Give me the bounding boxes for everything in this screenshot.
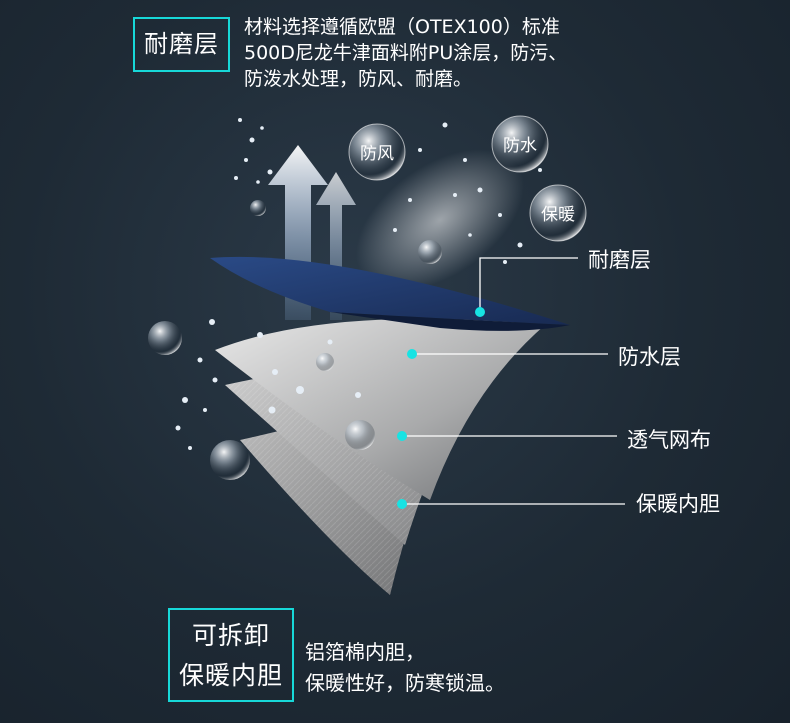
water-droplet-icon — [148, 118, 542, 480]
upward-arrow-icon — [268, 145, 356, 320]
detachable-lining-line1: 可拆卸 — [191, 621, 270, 650]
callout-lines — [402, 257, 625, 505]
callout-waterproof-layer: 防水层 — [618, 345, 681, 369]
windproof-label: 防风 — [360, 144, 394, 164]
callout-mesh-layer: 透气网布 — [627, 428, 711, 452]
waterproof-label: 防水 — [503, 136, 537, 156]
detachable-lining-line2: 保暖内胆 — [178, 661, 283, 690]
waterproof-bubble: 防水 — [491, 115, 549, 173]
windproof-bubble: 防风 — [348, 123, 406, 181]
callout-inner-lining: 保暖内胆 — [636, 492, 720, 516]
warmth-bubble: 保暖 — [529, 184, 587, 242]
callout-wear-layer: 耐磨层 — [588, 248, 651, 272]
wear-layer-title: 耐磨层 — [144, 30, 219, 58]
water-spray — [356, 149, 524, 291]
detachable-lining-title-box: 可拆卸 保暖内胆 — [168, 608, 294, 702]
detachable-lining-description: 铝箔棉内胆， 保暖性好，防寒锁温。 — [305, 640, 505, 695]
wear-layer-title-box: 耐磨层 — [133, 17, 230, 72]
warmth-label: 保暖 — [541, 205, 575, 225]
wear-layer-description: 材料选择遵循欧盟（OTEX100）标准 500D尼龙牛津面料附PU涂层，防污、 … — [244, 16, 568, 90]
callout-dot-icon — [397, 307, 485, 509]
waterproof-layer — [215, 318, 545, 500]
